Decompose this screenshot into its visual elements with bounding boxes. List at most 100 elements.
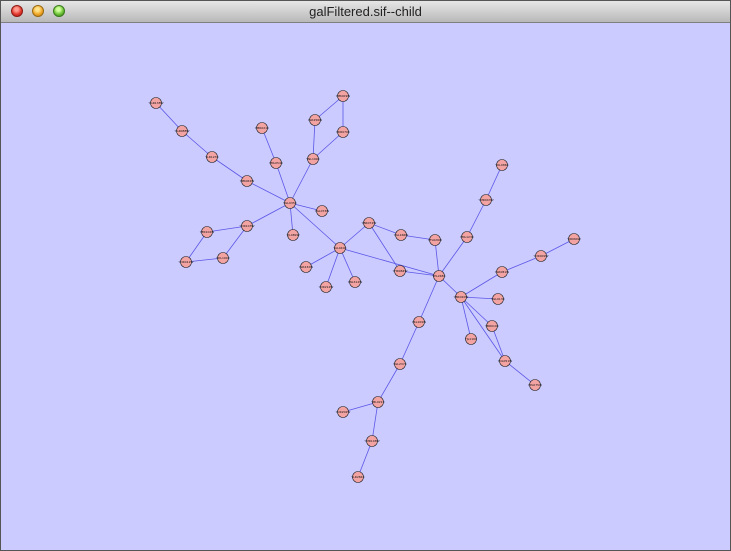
graph-node[interactable]: YML054C (269, 157, 283, 169)
graph-node[interactable]: YDR103W (240, 220, 255, 232)
node-circle[interactable] (433, 270, 445, 282)
node-circle[interactable] (535, 250, 547, 262)
node-circle[interactable] (568, 233, 580, 245)
graph-edge (181, 130, 213, 158)
node-circle[interactable] (372, 396, 384, 408)
close-icon[interactable] (11, 5, 23, 17)
title-bar[interactable]: galFiltered.sif--child (1, 1, 730, 23)
node-circle[interactable] (284, 197, 296, 209)
node-circle[interactable] (429, 234, 441, 246)
node-circle[interactable] (201, 226, 213, 238)
node-circle[interactable] (461, 231, 473, 243)
graph-node[interactable]: YBR072W (362, 217, 377, 229)
node-circle[interactable] (349, 276, 361, 288)
graph-node[interactable]: YLR284C (351, 471, 365, 483)
graph-node[interactable]: YPR062W (240, 175, 254, 187)
node-circle[interactable] (337, 126, 349, 138)
node-circle[interactable] (337, 406, 349, 418)
node-circle[interactable] (180, 256, 192, 268)
node-circle[interactable] (486, 320, 498, 332)
graph-node[interactable]: YAL040C (333, 242, 347, 254)
graph-node[interactable]: YGL073W (315, 205, 330, 217)
graph-node[interactable]: YBR020W (454, 291, 469, 303)
node-circle[interactable] (455, 291, 467, 303)
graph-node[interactable]: YGR088W (175, 125, 190, 137)
node-circle[interactable] (352, 471, 364, 483)
graph-node[interactable]: YOL051W (498, 355, 512, 367)
node-circle[interactable] (241, 220, 253, 232)
graph-node[interactable]: YBR019C (485, 320, 499, 332)
graph-node[interactable]: YHR084W (393, 265, 408, 277)
graph-node[interactable]: YDR412W (179, 256, 194, 268)
node-circle[interactable] (241, 175, 253, 187)
graph-node[interactable]: YPL248C (432, 270, 446, 282)
node-circle[interactable] (270, 157, 282, 169)
node-circle[interactable] (492, 293, 504, 305)
graph-node[interactable]: YNL312W (348, 276, 362, 288)
graph-edge (460, 296, 493, 327)
graph-node[interactable]: YKL109W (412, 316, 426, 328)
node-circle[interactable] (176, 125, 188, 137)
graph-node[interactable]: YLR081W (495, 266, 509, 278)
network-graph[interactable]: YGR138W YGR088W YLR123C YPR062W YGL035C YMR02… (1, 23, 730, 550)
node-circle[interactable] (395, 229, 407, 241)
graph-node[interactable]: YMR043W (478, 194, 494, 206)
node-circle[interactable] (394, 265, 406, 277)
graph-node[interactable]: YDR009W (534, 250, 549, 262)
graph-node[interactable]: YFL026W (428, 234, 442, 246)
node-circle[interactable] (309, 114, 321, 126)
graph-node[interactable]: YDL190C (216, 252, 230, 264)
node-circle[interactable] (496, 159, 508, 171)
node-circle[interactable] (496, 266, 508, 278)
graph-node[interactable]: YJR060W (567, 233, 581, 245)
graph-node[interactable]: YGL013C (491, 293, 505, 305)
graph-node[interactable]: YMR108W (364, 435, 380, 447)
graph-node[interactable]: YGL166W (394, 229, 409, 241)
graph-node[interactable]: YLR432W (299, 261, 313, 273)
node-circle[interactable] (480, 194, 492, 206)
graph-node[interactable]: YER102W (200, 226, 215, 238)
node-circle[interactable] (413, 316, 425, 328)
graph-node[interactable]: YPL075W (528, 379, 542, 391)
node-circle[interactable] (206, 151, 218, 163)
node-circle[interactable] (217, 252, 229, 264)
node-circle[interactable] (300, 261, 312, 273)
node-circle[interactable] (316, 205, 328, 217)
node-circle[interactable] (529, 379, 541, 391)
graph-edge (289, 202, 341, 249)
node-circle[interactable] (337, 90, 349, 102)
node-circle[interactable] (499, 355, 511, 367)
graph-edge (206, 225, 248, 233)
node-circle[interactable] (256, 122, 268, 134)
graph-node[interactable]: YLR123C (205, 151, 219, 163)
graph-node[interactable]: YLR256W (308, 114, 322, 126)
graph-node[interactable]: YBL021C (371, 396, 385, 408)
graph-node[interactable]: YGL237C (393, 358, 407, 370)
node-circle[interactable] (366, 435, 378, 447)
node-label: YPL075W (528, 383, 542, 387)
graph-node[interactable]: YGR138W (149, 97, 164, 109)
node-circle[interactable] (334, 242, 346, 254)
minimize-icon[interactable] (32, 5, 44, 17)
node-circle[interactable] (363, 217, 375, 229)
graph-node[interactable]: YOR202W (336, 406, 351, 418)
node-circle[interactable] (307, 153, 319, 165)
network-canvas[interactable]: YGR138W YGR088W YLR123C YPR062W YGL035C YMR02… (1, 23, 730, 550)
graph-edge (342, 401, 379, 413)
graph-node[interactable]: YJL089W (286, 229, 300, 241)
node-circle[interactable] (465, 333, 477, 345)
graph-node[interactable]: YPR009W (336, 90, 350, 102)
graph-node[interactable]: YDR070C (336, 126, 350, 138)
graph-node[interactable]: YNL199C (306, 153, 320, 165)
node-circle[interactable] (287, 229, 299, 241)
node-circle[interactable] (150, 97, 162, 109)
node-circle[interactable] (320, 281, 332, 293)
node-circle[interactable] (394, 358, 406, 370)
graph-node[interactable]: YMR021C (255, 122, 269, 134)
graph-node[interactable]: YGL035C (283, 197, 297, 209)
graph-node[interactable]: YML123C (460, 231, 474, 243)
zoom-icon[interactable] (53, 5, 65, 17)
graph-node[interactable]: YJL110C (465, 333, 477, 345)
graph-node[interactable]: YOR212W (319, 281, 334, 293)
graph-node[interactable]: YOL086C (495, 159, 509, 171)
